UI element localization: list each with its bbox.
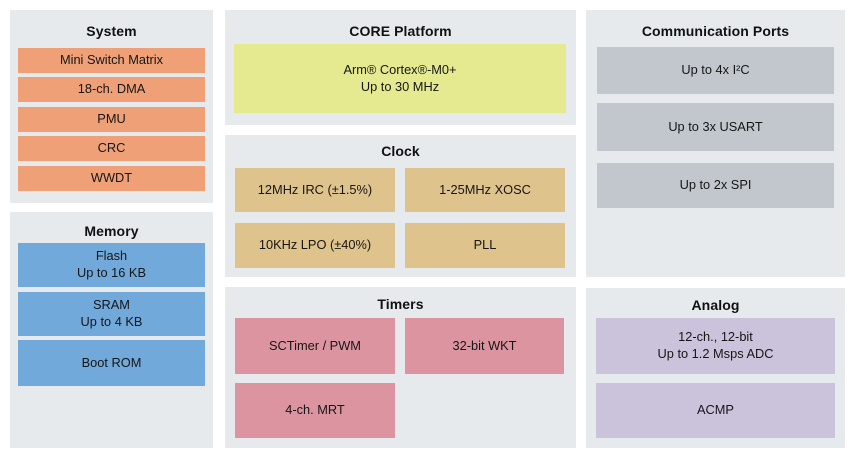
panel-title-system: System — [86, 23, 137, 39]
panel-timers: Timers SCTimer / PWM 32-bit WKT 4-ch. MR… — [225, 287, 576, 448]
block-mini-switch-matrix: Mini Switch Matrix — [18, 48, 205, 73]
panel-title-clock: Clock — [381, 143, 420, 159]
panel-title-core-platform: CORE Platform — [349, 23, 452, 39]
panel-system: System Mini Switch Matrix 18-ch. DMA PMU… — [10, 10, 213, 203]
block-irc: 12MHz IRC (±1.5%) — [235, 168, 395, 212]
panel-analog: Analog 12-ch., 12-bit Up to 1.2 Msps ADC… — [586, 288, 845, 448]
block-sctimer-pwm: SCTimer / PWM — [235, 318, 395, 374]
block-cortex-m0plus: Arm® Cortex®-M0+ Up to 30 MHz — [234, 44, 566, 113]
block-pll: PLL — [405, 223, 565, 268]
block-adc: 12-ch., 12-bit Up to 1.2 Msps ADC — [596, 318, 835, 374]
panel-core-platform: CORE Platform Arm® Cortex®-M0+ Up to 30 … — [225, 10, 576, 125]
block-pmu: PMU — [18, 107, 205, 132]
block-mrt: 4-ch. MRT — [235, 383, 395, 438]
block-boot-rom: Boot ROM — [18, 340, 205, 386]
panel-title-analog: Analog — [691, 297, 740, 313]
block-wwdt: WWDT — [18, 166, 205, 191]
block-usart: Up to 3x USART — [597, 103, 834, 151]
panel-clock: Clock 12MHz IRC (±1.5%) 1-25MHz XOSC 10K… — [225, 135, 576, 277]
panel-title-timers: Timers — [377, 296, 424, 312]
block-acmp: ACMP — [596, 383, 835, 438]
block-spi: Up to 2x SPI — [597, 163, 834, 208]
panel-communication-ports: Communication Ports Up to 4x I²C Up to 3… — [586, 10, 845, 277]
block-sram: SRAM Up to 4 KB — [18, 292, 205, 336]
block-crc: CRC — [18, 136, 205, 161]
block-wkt: 32-bit WKT — [405, 318, 564, 374]
panel-title-memory: Memory — [84, 223, 139, 239]
panel-memory: Memory Flash Up to 16 KB SRAM Up to 4 KB… — [10, 212, 213, 448]
block-xosc: 1-25MHz XOSC — [405, 168, 565, 212]
block-i2c: Up to 4x I²C — [597, 47, 834, 94]
block-flash: Flash Up to 16 KB — [18, 243, 205, 287]
panel-title-communication-ports: Communication Ports — [641, 23, 790, 39]
block-dma: 18-ch. DMA — [18, 77, 205, 102]
block-lpo: 10KHz LPO (±40%) — [235, 223, 395, 268]
